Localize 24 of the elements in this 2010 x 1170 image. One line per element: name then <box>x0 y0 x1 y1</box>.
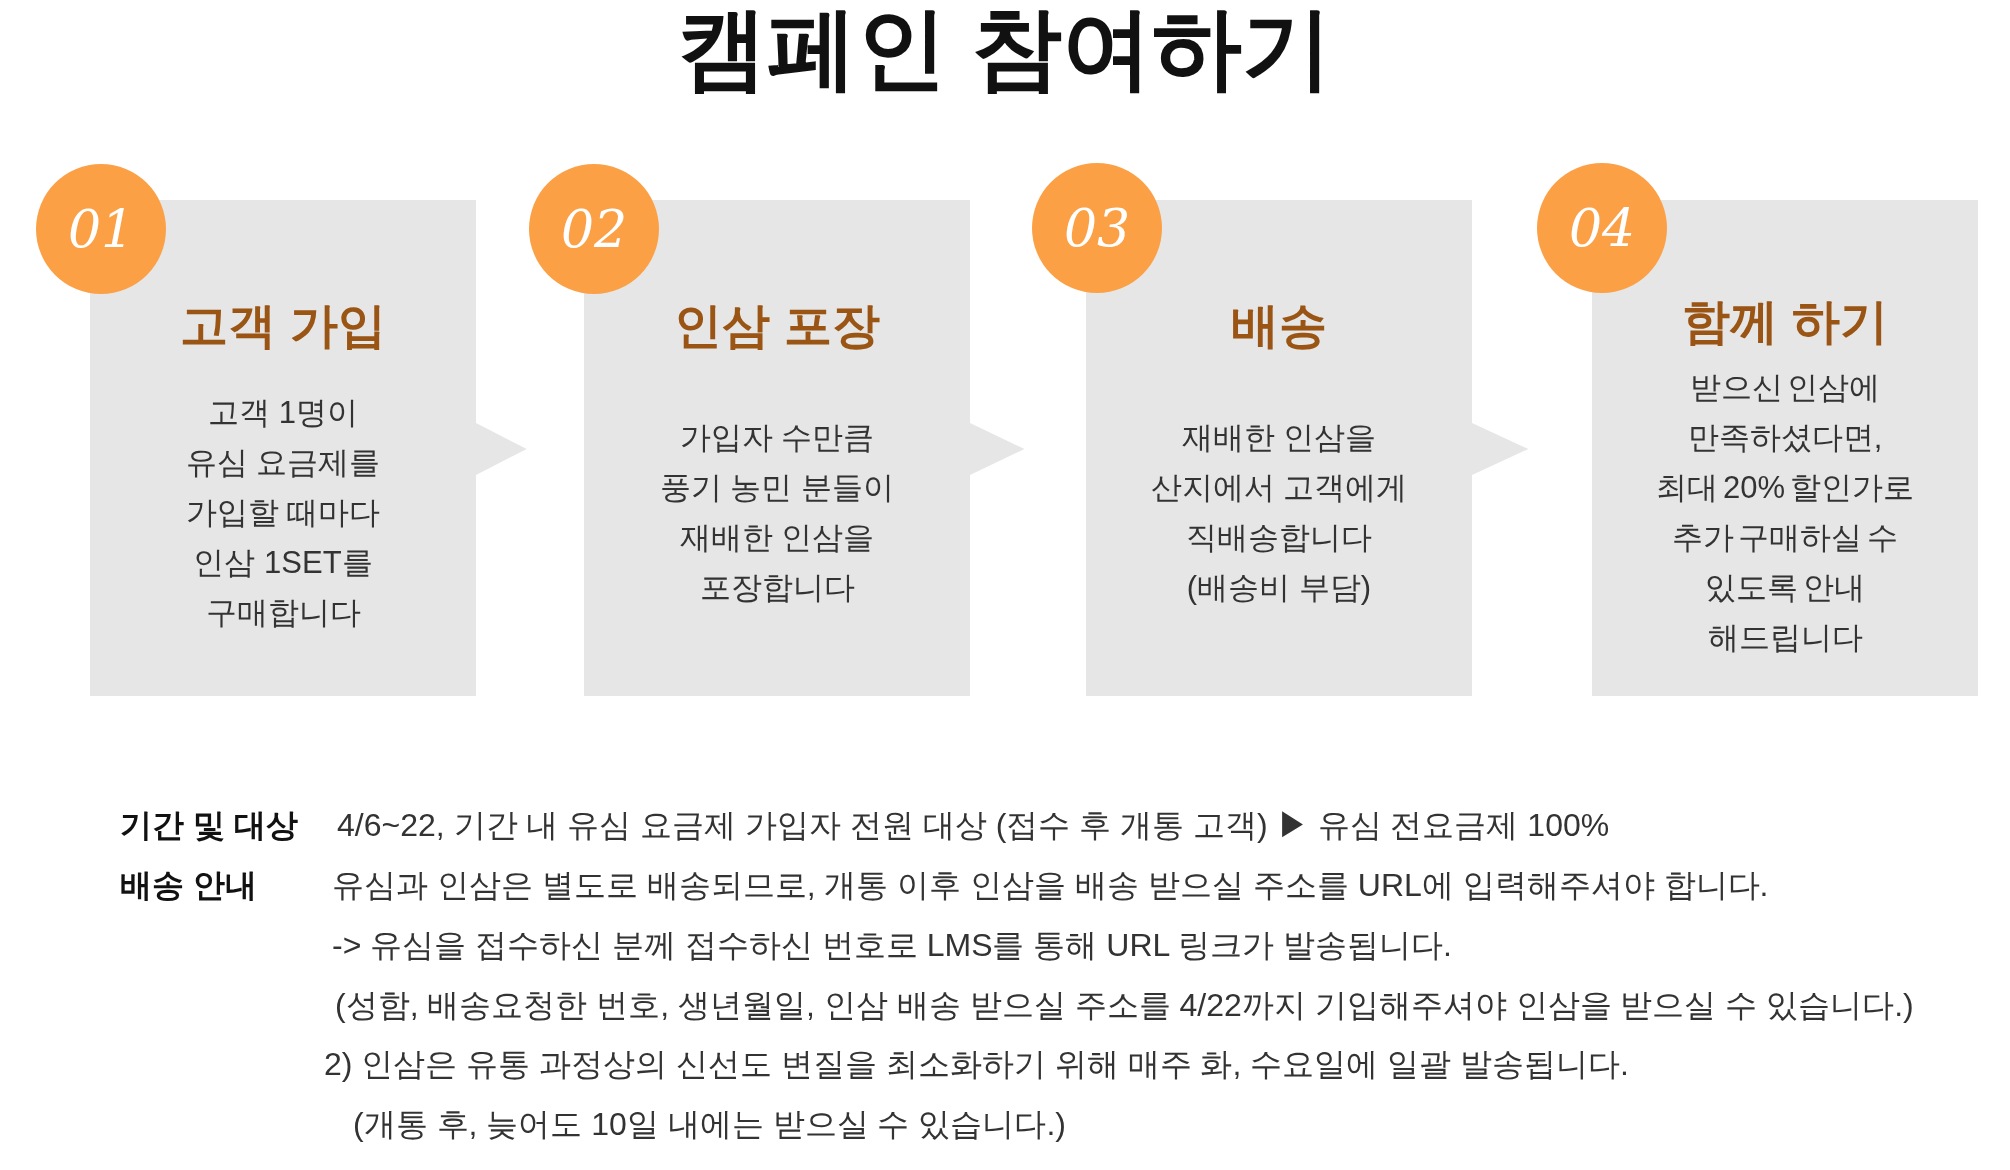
note-text: (개통 후, 늦어도 10일 내에는 받으실 수 있습니다.) <box>353 1105 1066 1144</box>
step-description: 고객 1명이 유심 요금제를 가입할 때마다 인삼 1SET를 구매합니다 <box>185 394 381 632</box>
step-description: 재배한 인삼을 산지에서 고객에게 직배송합니다 (배송비 부담) <box>1150 419 1408 607</box>
section-label: 배송 안내 <box>120 866 257 905</box>
step-heading: 인삼 포장 <box>674 298 880 354</box>
section-label: 기간 및 대상 <box>120 806 298 845</box>
page-title: 캠페인 참여하기 <box>677 0 1333 96</box>
note-text: 2) 인삼은 유통 과정상의 신선도 변질을 최소화하기 위해 매주 화, 수요일에 일괄 발송됩니다. <box>324 1045 1629 1084</box>
note-text: -> 유심을 접수하신 분께 접수하신 번호로 LMS를 통해 URL 링크가 발송됩니다. <box>332 926 1452 965</box>
pointer-arrow <box>1472 423 1529 475</box>
step-heading: 배송 <box>1231 298 1327 354</box>
note-text: 4/6~22, 기간 내 유심 요금제 가입자 전원 대상 (접수 후 개통 고객) ▶ 유심 전요금제 100% <box>337 806 1610 845</box>
step-number-circle: 03 <box>1032 163 1162 293</box>
note-text: (성함, 배송요청한 번호, 생년월일, 인삼 배송 받으실 주소를 4/22까지 기입해주셔야 인삼을 받으실 수 있습니다.) <box>335 986 1914 1025</box>
step-number-circle: 02 <box>529 164 659 294</box>
pointer-arrow <box>476 423 527 475</box>
step-description: 받으신 인삼에 만족하셨다면, 최대 20% 할인가로 추가 구매하실 수 있도록 안내 해드립니다 <box>1655 369 1915 657</box>
step-number-circle: 01 <box>36 164 166 294</box>
pointer-arrow <box>970 423 1025 475</box>
step-number-circle: 04 <box>1537 163 1667 293</box>
step-description: 가입자 수만큼 풍기 농민 분들이 재배한 인삼을 포장합니다 <box>659 419 895 607</box>
step-heading: 고객 가입 <box>180 298 386 354</box>
step-heading: 함께 하기 <box>1682 294 1888 350</box>
note-text: 유심과 인삼은 별도로 배송되므로, 개통 이후 인삼을 배송 받으실 주소를 URL에 입력해주셔야 합니다. <box>332 866 1769 905</box>
